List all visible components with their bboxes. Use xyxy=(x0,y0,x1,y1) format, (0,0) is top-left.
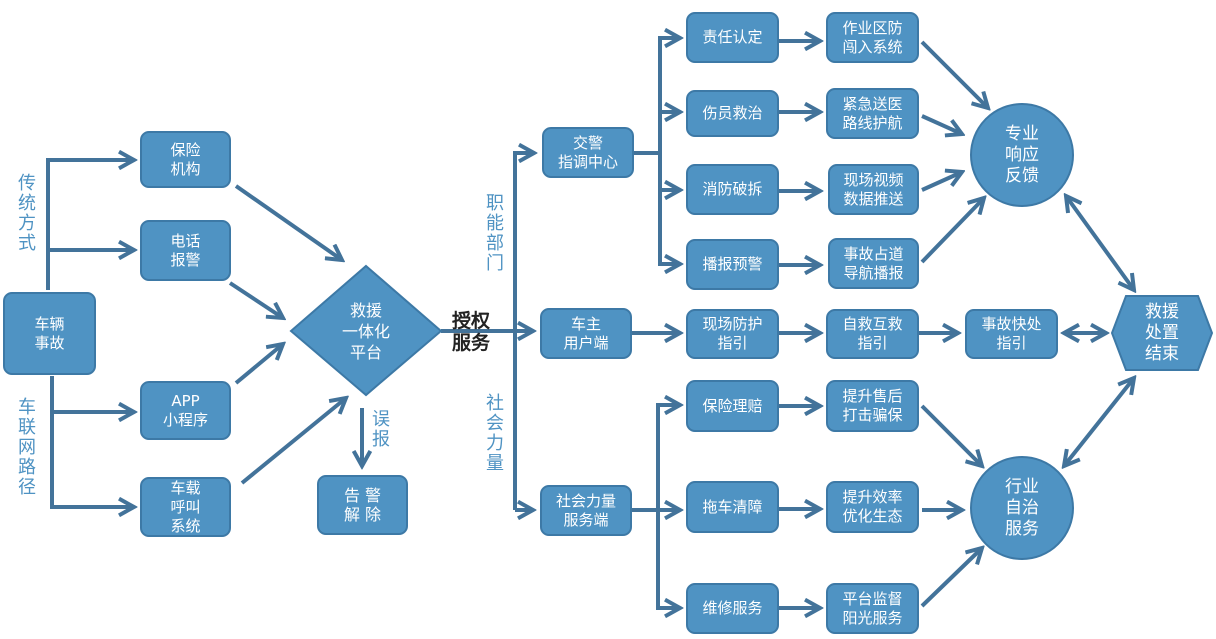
circle-professional-response xyxy=(970,103,1074,207)
label-iov: 车联网路径 xyxy=(18,397,36,498)
outcome-4: 自救互救 指引 xyxy=(826,309,919,359)
label-functional: 职能部门 xyxy=(486,193,504,274)
node-quick-handling: 事故快处 指引 xyxy=(965,309,1058,359)
outcome-6: 提升效率 优化生态 xyxy=(826,481,919,533)
outcome-1: 紧急送医 路线护航 xyxy=(826,88,919,139)
action-site-protection: 现场防护 指引 xyxy=(686,309,779,359)
label-traditional: 传统方式 xyxy=(18,173,36,254)
platform-diamond xyxy=(289,264,443,397)
action-responsibility: 责任认定 xyxy=(686,12,779,63)
node-car-call: 车载 呼叫 系统 xyxy=(140,477,231,537)
circle-industry-label: 行业 自治 服务 xyxy=(1005,476,1039,539)
hub-social: 社会力量 服务端 xyxy=(540,485,632,536)
node-app: APP 小程序 xyxy=(140,381,231,440)
node-phone: 电话 报警 xyxy=(140,220,231,281)
outcome-3: 事故占道 导航播报 xyxy=(828,238,919,289)
end-hexagon xyxy=(1110,295,1214,371)
outcome-7: 平台监督 阳光服务 xyxy=(826,583,919,634)
node-alarm-cancel: 告 警 解 除 xyxy=(317,475,408,535)
node-vehicle-accident: 车辆 事故 xyxy=(3,292,96,375)
action-broadcast: 播报预警 xyxy=(686,239,779,290)
hub-owner: 车主 用户端 xyxy=(540,308,632,359)
action-towing: 拖车清障 xyxy=(686,481,779,533)
label-false-alarm: 误报 xyxy=(372,409,390,450)
end-label: 救援 处置 结束 xyxy=(1145,301,1179,364)
platform-label: 救援 一体化 平台 xyxy=(341,300,390,362)
authorize-service-label: 授权 服务 xyxy=(452,310,491,354)
edge-traditional xyxy=(46,160,134,290)
hub-traffic-police: 交警 指调中心 xyxy=(542,127,634,178)
circle-industry-autonomy xyxy=(970,456,1074,560)
action-repair: 维修服务 xyxy=(686,583,779,634)
outcome-5: 提升售后 打击骗保 xyxy=(826,380,919,432)
node-insurance: 保险 机构 xyxy=(140,131,231,188)
circle-professional-label: 专业 响应 反馈 xyxy=(1005,123,1039,186)
action-injury: 伤员救治 xyxy=(686,90,779,137)
action-insurance-claim: 保险理赔 xyxy=(686,380,779,432)
outcome-0: 作业区防 闯入系统 xyxy=(826,12,919,63)
label-social: 社会力量 xyxy=(486,393,504,474)
edge-iov xyxy=(50,376,134,507)
outcome-2: 现场视频 数据推送 xyxy=(828,164,919,215)
action-fire: 消防破拆 xyxy=(686,164,779,215)
